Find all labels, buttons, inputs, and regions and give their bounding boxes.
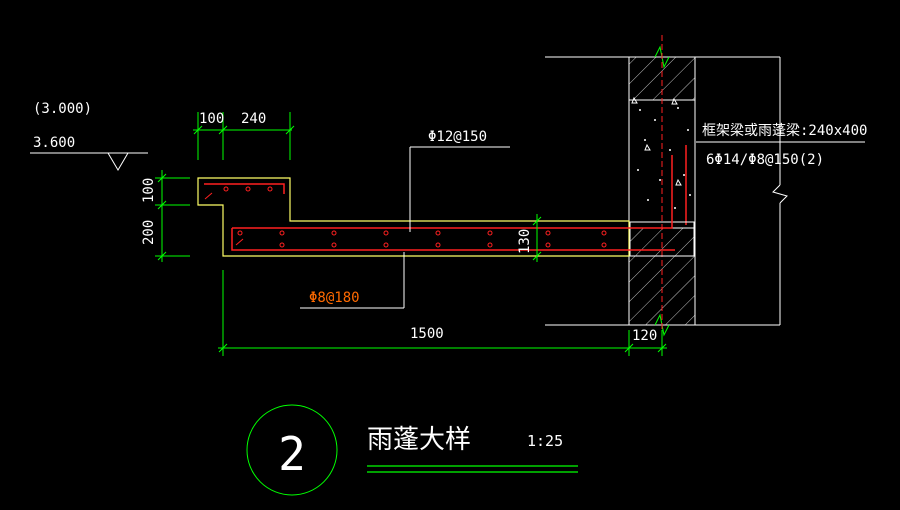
dim-wall-120: 120: [632, 328, 657, 344]
detail-circle: [246, 404, 338, 496]
elevation-upper: (3.000): [33, 101, 92, 117]
beam-label: 框架梁或雨蓬梁:240x400: [702, 123, 867, 139]
dim-span-1500: 1500: [410, 326, 444, 342]
upturn-rebar: [204, 183, 285, 194]
dim-left-100: 100: [141, 178, 157, 203]
dim-top-100: 100: [199, 111, 224, 127]
slab-wall-joint: [629, 221, 695, 257]
elevation-triangle: [107, 152, 129, 171]
leaders: [300, 141, 865, 309]
top-rebar-label: Φ12@150: [428, 129, 487, 145]
elevation-lower: 3.600: [33, 135, 75, 151]
detail-number: 2: [278, 427, 306, 481]
dim-slab-130: 130: [517, 229, 533, 254]
distribution-bars: [223, 186, 607, 248]
dim-top-240: 240: [241, 111, 266, 127]
dimension-lines: [155, 112, 667, 356]
top-rebar: [232, 155, 673, 229]
elevation-marker: (3.000) 3.600: [30, 101, 148, 171]
canopy-outline: [197, 177, 630, 257]
title-block: 2 雨蓬大样 1:25: [246, 404, 578, 496]
beam-rebar-label: 6Φ14/Φ8@150(2): [706, 152, 824, 168]
bottom-rebar: [231, 228, 675, 251]
break-symbol-right: [772, 184, 788, 204]
detail-scale: 1:25: [527, 432, 563, 450]
wall-section: [545, 35, 788, 345]
bottom-rebar-label: Φ8@180: [309, 290, 360, 306]
dim-left-200: 200: [141, 220, 157, 245]
rebar-group: [204, 155, 675, 251]
detail-title: 雨蓬大样: [367, 425, 471, 455]
beam-aggregate: [631, 96, 691, 209]
